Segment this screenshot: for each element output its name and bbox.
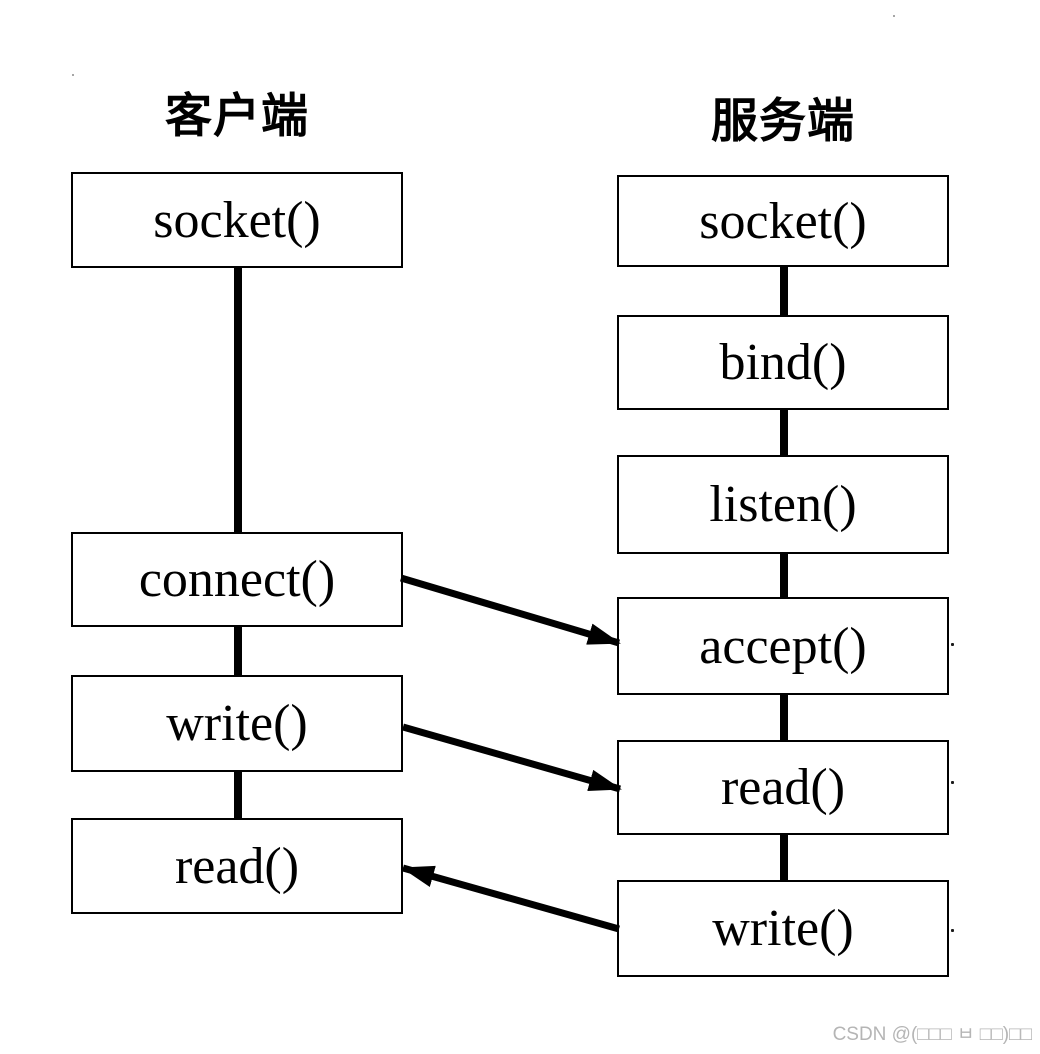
client-box-socket: socket() [71,172,403,268]
client-box-read: read() [71,818,403,914]
artifact-dot [951,643,954,646]
client-box-write: write() [71,675,403,772]
server-box-accept: accept() [617,597,949,695]
server-column-title: 服务端 [711,94,855,147]
artifact-dot [72,74,74,76]
client-column-title: 客户端 [165,89,309,142]
client-box-connect: connect() [71,532,403,627]
server-box-write: write() [617,880,949,977]
client-connector-socket-connect [234,266,242,534]
server-box-bind: bind() [617,315,949,410]
server-box-socket: socket() [617,175,949,267]
server-connector-socket-bind [780,265,788,317]
client-connector-connect-write [234,625,242,677]
arrow-serverwrite-to-clientread [401,864,620,933]
arrow-write-to-read [402,723,622,793]
server-box-read: read() [617,740,949,835]
server-connector-bind-listen [780,408,788,457]
server-box-listen: listen() [617,455,949,554]
server-connector-accept-read [780,693,788,742]
server-connector-listen-accept [780,552,788,599]
client-connector-write-read [234,770,242,820]
server-connector-read-write [780,833,788,882]
csdn-watermark: CSDN @(□□□ ㅂ □□)□□ [832,1024,1032,1045]
artifact-dot [893,15,895,17]
artifact-dot [951,781,954,784]
arrow-connect-to-accept [399,574,621,647]
artifact-dot [951,929,954,932]
